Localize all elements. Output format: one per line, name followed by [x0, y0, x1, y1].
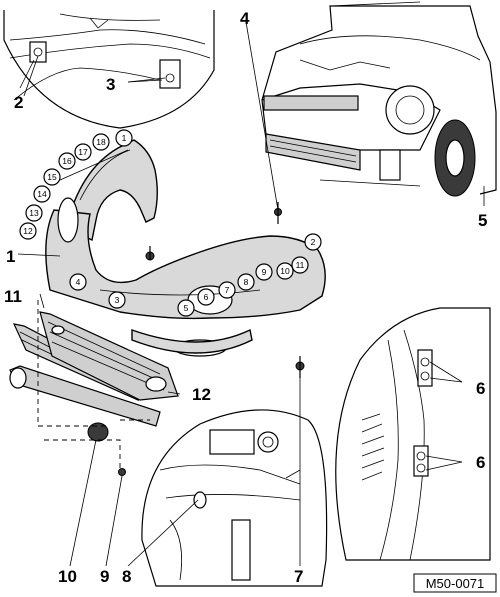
- circle-14: 14: [33, 185, 51, 203]
- svg-text:13: 13: [29, 208, 39, 218]
- svg-text:3: 3: [115, 295, 120, 305]
- callout-6-lower: 6: [476, 453, 485, 472]
- circle-5: 5: [177, 299, 195, 317]
- svg-text:6: 6: [204, 292, 209, 302]
- circle-6: 6: [197, 288, 215, 306]
- svg-text:5: 5: [184, 303, 189, 313]
- circle-17: 17: [74, 143, 92, 161]
- circle-12: 12: [19, 222, 37, 240]
- numbered-circles: 1 18 17 16 15 14 13 12 2 11 10 9 8 7 6 5…: [19, 129, 322, 317]
- callout-12: 12: [192, 385, 211, 404]
- grille-lower: [39, 311, 179, 401]
- svg-text:18: 18: [96, 137, 106, 147]
- callout-11: 11: [4, 287, 22, 306]
- circle-10: 10: [276, 262, 294, 280]
- circle-15: 15: [43, 168, 61, 186]
- callout-10: 10: [58, 567, 77, 586]
- circle-11: 11: [291, 256, 309, 274]
- vehicle-front-view: [261, 1, 497, 197]
- svg-text:2: 2: [311, 237, 316, 247]
- circle-7: 7: [218, 281, 236, 299]
- detail-view-top-left: [3, 10, 215, 129]
- trim-strip: [9, 365, 161, 442]
- callout-3-top: 3: [106, 75, 115, 94]
- svg-text:17: 17: [78, 147, 88, 157]
- svg-text:15: 15: [47, 172, 57, 182]
- detail-view-bottom-right: [335, 307, 491, 561]
- dashed-guides: [37, 300, 150, 468]
- callout-5: 5: [478, 211, 487, 230]
- svg-text:10: 10: [280, 266, 290, 276]
- callout-7: 7: [294, 567, 303, 586]
- svg-text:9: 9: [262, 267, 267, 277]
- detail-view-bottom-middle: [141, 409, 328, 587]
- svg-text:16: 16: [62, 156, 72, 166]
- circle-2: 2: [304, 233, 322, 251]
- callout-1: 1: [6, 247, 15, 266]
- callout-6-upper: 6: [476, 379, 485, 398]
- callout-2-top: 2: [14, 93, 23, 112]
- leader-lines: [17, 21, 485, 567]
- callout-9: 9: [100, 567, 109, 586]
- circle-16: 16: [58, 152, 76, 170]
- callout-8: 8: [122, 567, 131, 586]
- callout-labels: 2 3 4 5 1 11 12 6 6 7 8 9 10: [4, 9, 487, 586]
- circle-18: 18: [92, 133, 110, 151]
- svg-text:8: 8: [244, 277, 249, 287]
- circle-13: 13: [25, 204, 43, 222]
- circle-1: 1: [115, 129, 133, 147]
- svg-text:M50-0071: M50-0071: [426, 576, 485, 591]
- circle-4: 4: [69, 273, 87, 291]
- circle-3: 3: [108, 291, 126, 309]
- svg-text:4: 4: [76, 277, 81, 287]
- svg-text:7: 7: [225, 285, 230, 295]
- fasteners: [118, 202, 305, 476]
- figure-reference: M50-0071: [413, 573, 497, 593]
- circle-8: 8: [237, 273, 255, 291]
- svg-text:12: 12: [23, 226, 33, 236]
- circle-9: 9: [255, 263, 273, 281]
- svg-text:11: 11: [296, 260, 305, 270]
- svg-text:1: 1: [122, 133, 127, 143]
- svg-text:14: 14: [37, 189, 47, 199]
- callout-4: 4: [240, 9, 250, 28]
